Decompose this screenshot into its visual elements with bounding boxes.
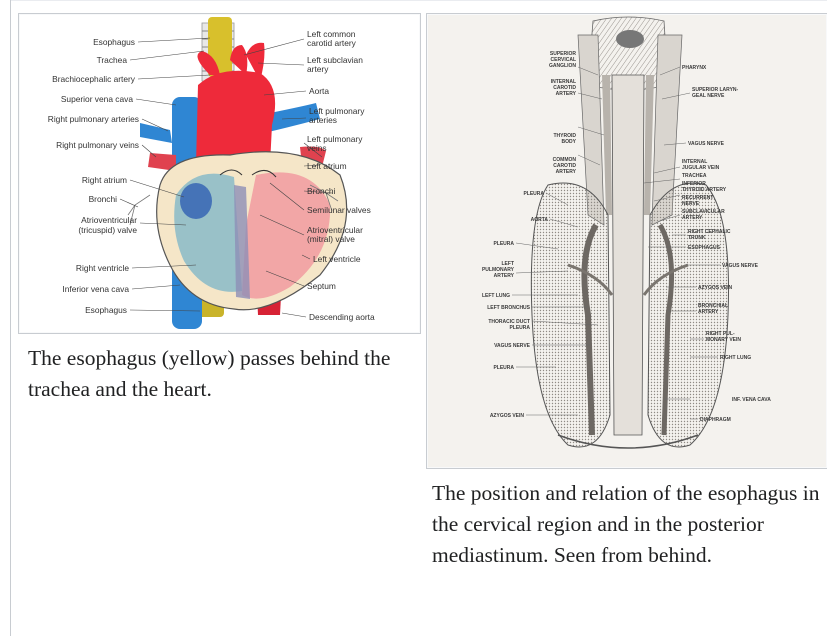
- figure-heart-diagram[interactable]: Esophagus Trachea Brachiocephalic artery…: [18, 13, 421, 334]
- heart-label: veins: [307, 143, 327, 153]
- engraving-label: ARTERY: [682, 215, 703, 221]
- heart-label: carotid artery: [307, 38, 357, 48]
- heart-label: Inferior vena cava: [62, 284, 129, 294]
- engraving-label: NERVE: [682, 201, 700, 207]
- engraving-label: LEFT BRONCHUS: [487, 305, 530, 311]
- engraving-label: MONARY VEIN: [706, 337, 741, 343]
- heart-label: Atrioventricular: [81, 215, 137, 225]
- figure2-caption: The position and relation of the esophag…: [432, 478, 827, 571]
- heart-label: Esophagus: [85, 305, 127, 315]
- heart-label: Right pulmonary arteries: [48, 114, 139, 124]
- engraving-label: VAGUS NERVE: [722, 263, 759, 269]
- engraving-label: ARTERY: [556, 91, 577, 97]
- heart-label: (tricuspid) valve: [78, 225, 137, 235]
- infobox-top-border: [10, 0, 827, 1]
- heart-label: Left atrium: [307, 161, 347, 171]
- heart-label: artery: [307, 64, 329, 74]
- mediastinum-engraving-image[interactable]: SUPERIOR CERVICAL GANGLION INTERNAL CARO…: [428, 15, 826, 467]
- infobox-left-border: [10, 0, 11, 636]
- engraving-label: TRACHEA: [682, 173, 707, 179]
- engraving-label: THYROID ARTERY: [682, 187, 727, 193]
- heart-label: arteries: [309, 115, 337, 125]
- engraving-label: PLEURA: [493, 241, 514, 247]
- heart-label: Descending aorta: [309, 312, 375, 322]
- heart-label: Bronchi: [89, 194, 118, 204]
- engraving-label: PHARYNX: [682, 65, 707, 71]
- heart-label: Right atrium: [82, 175, 127, 185]
- engraving-label: AORTA: [531, 217, 549, 223]
- heart-label: Right ventricle: [76, 263, 129, 273]
- mediastinum-engraving-svg: SUPERIOR CERVICAL GANGLION INTERNAL CARO…: [428, 15, 826, 467]
- heart-label: Septum: [307, 281, 336, 291]
- heart-label: Trachea: [97, 55, 128, 65]
- engraving-label: ARTERY: [698, 309, 719, 315]
- aorta-shape: [196, 71, 275, 165]
- engraving-label: LEFT LUNG: [482, 293, 510, 299]
- engraving-label: JUGULAR VEIN: [682, 165, 720, 171]
- engraving-label: AZYGOS VEIN: [490, 413, 525, 419]
- engraving-label: ARTERY: [494, 273, 515, 279]
- heart-diagram-svg: Esophagus Trachea Brachiocephalic artery…: [20, 15, 419, 332]
- heart-label: Superior vena cava: [61, 94, 134, 104]
- figure-mediastinum-engraving[interactable]: SUPERIOR CERVICAL GANGLION INTERNAL CARO…: [426, 13, 827, 469]
- engraving-label: INF. VENA CAVA: [732, 397, 771, 403]
- heart-label: (mitral) valve: [307, 234, 355, 244]
- engraving-label: PLEURA: [523, 191, 544, 197]
- engraving-label: BODY: [562, 139, 577, 145]
- engraving-label: DIAPHRAGM: [700, 417, 731, 423]
- engraving-label: VAGUS NERVE: [688, 141, 725, 147]
- heart-label: Esophagus: [93, 37, 135, 47]
- engraving-label: AZYGOS VEIN: [698, 285, 733, 291]
- engraving-label: PLEURA: [493, 365, 514, 371]
- engraving-label: VAGUS NERVE: [494, 343, 531, 349]
- esophagus-shape: [612, 75, 644, 435]
- heart-diagram-image[interactable]: Esophagus Trachea Brachiocephalic artery…: [20, 15, 419, 332]
- engraving-label: RIGHT LUNG: [720, 355, 751, 361]
- figure1-caption: The esophagus (yellow) passes behind the…: [28, 343, 418, 405]
- engraving-label: PLEURA: [509, 325, 530, 331]
- engraving-label: ARTERY: [556, 169, 577, 175]
- heart-label: Brachiocephalic artery: [52, 74, 136, 84]
- heart-label: Right pulmonary veins: [56, 140, 139, 150]
- engraving-label: TRUNK: [688, 235, 706, 241]
- heart-label: Semilunar valves: [307, 205, 371, 215]
- engraving-label: GANGLION: [549, 63, 576, 69]
- heart-label: Aorta: [309, 86, 329, 96]
- engraving-label: GEAL NERVE: [692, 93, 725, 99]
- heart-label: Bronchi: [307, 186, 336, 196]
- engraving-label: ESOPHAGUS: [688, 245, 721, 251]
- heart-label: Left ventricle: [313, 254, 361, 264]
